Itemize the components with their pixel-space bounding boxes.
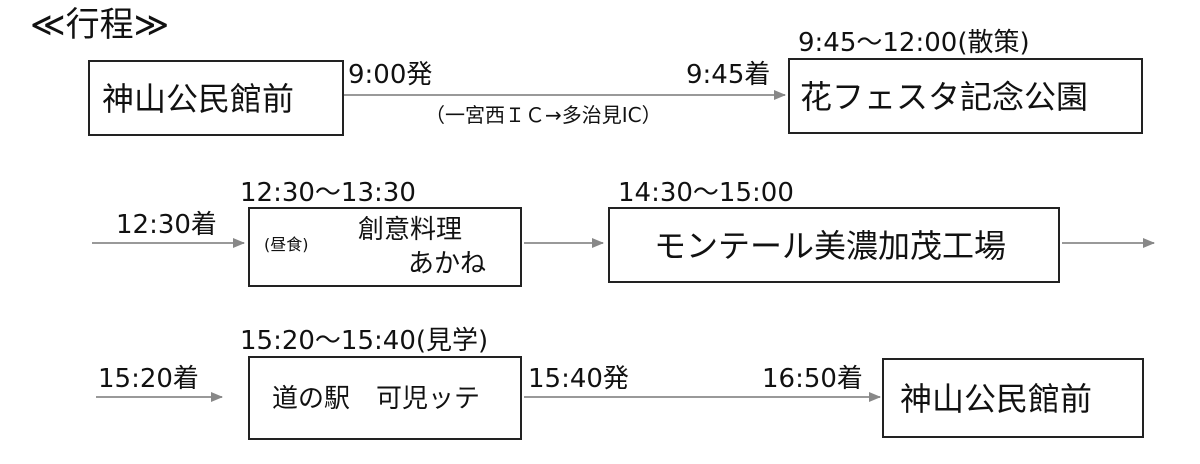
arrive-time-row3: 15:20着: [98, 364, 199, 394]
final-destination-box: 神山公民館前: [882, 358, 1144, 438]
dest-stay-time: 9:45～12:00(散策): [798, 28, 1030, 58]
lunch-name-line2: あかね: [408, 249, 487, 279]
final-arrive-time: 16:50着: [762, 364, 863, 394]
factory-box: モンテール美濃加茂工場: [608, 207, 1060, 283]
itinerary-title: ≪行程≫: [30, 5, 170, 45]
factory-time: 14:30～15:00: [618, 178, 794, 208]
arrive-time-row1: 9:45着: [686, 60, 771, 90]
station-time: 15:20～15:40(見学): [240, 326, 489, 356]
dest-box-flower-park: 花フェスタ記念公園: [788, 58, 1143, 134]
depart-time-row1: 9:00発: [348, 60, 433, 90]
start-location-label: 神山公民館前: [102, 80, 295, 118]
lunch-tag: (昼食): [264, 235, 309, 254]
lunch-name-line1: 創意料理: [358, 215, 463, 245]
station-label: 道の駅 可児ッテ: [272, 384, 481, 414]
final-destination-label: 神山公民館前: [900, 380, 1093, 418]
lunch-time: 12:30～13:30: [240, 178, 416, 208]
depart-time-row3: 15:40発: [528, 364, 629, 394]
dest-label-flower-park: 花フェスタ記念公園: [800, 78, 1089, 116]
factory-label: モンテール美濃加茂工場: [654, 227, 1007, 265]
station-box: 道の駅 可児ッテ: [248, 356, 522, 440]
route-note: （一宮西ＩＣ→多治見IC）: [425, 103, 662, 127]
lunch-box: (昼食) 創意料理 あかね: [248, 207, 522, 287]
arrive-time-row2: 12:30着: [116, 210, 217, 240]
start-location-box: 神山公民館前: [88, 60, 344, 136]
